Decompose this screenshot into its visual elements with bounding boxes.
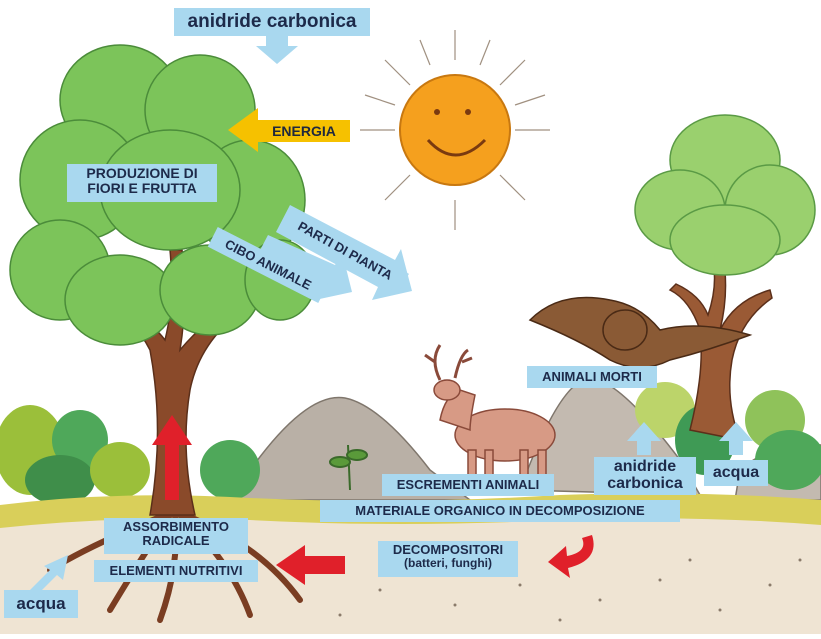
deer-antlers [425,345,472,380]
label-co2-bottom: anidride carbonica [594,457,696,495]
sun-eye-right [465,109,471,115]
sun [400,75,510,185]
label-decomposers: DECOMPOSITORI (batteri, funghi) [378,541,518,577]
decomposers-examples: (batteri, funghi) [382,557,514,570]
label-water-left: acqua [4,590,78,618]
right-tree-foliage [635,115,815,275]
sun-eye-left [434,109,440,115]
label-water-right: acqua [704,460,768,486]
label-nutrients: ELEMENTI NUTRITIVI [94,560,258,582]
arrow-co2-down [256,34,298,64]
label-root-absorption: ASSORBIMENTO RADICALE [104,518,248,554]
label-organic-matter: MATERIALE ORGANICO IN DECOMPOSIZIONE [320,500,680,522]
label-dead-animals: ANIMALI MORTI [527,366,657,388]
label-energy: ENERGIA [258,120,350,142]
label-animal-excrement: ESCREMENTI ANIMALI [382,474,554,496]
label-co2-top: anidride carbonica [174,8,370,36]
label-flowers-fruit: PRODUZIONE DI FIORI E FRUTTA [67,164,217,202]
decomposers-title: DECOMPOSITORI [382,543,514,557]
